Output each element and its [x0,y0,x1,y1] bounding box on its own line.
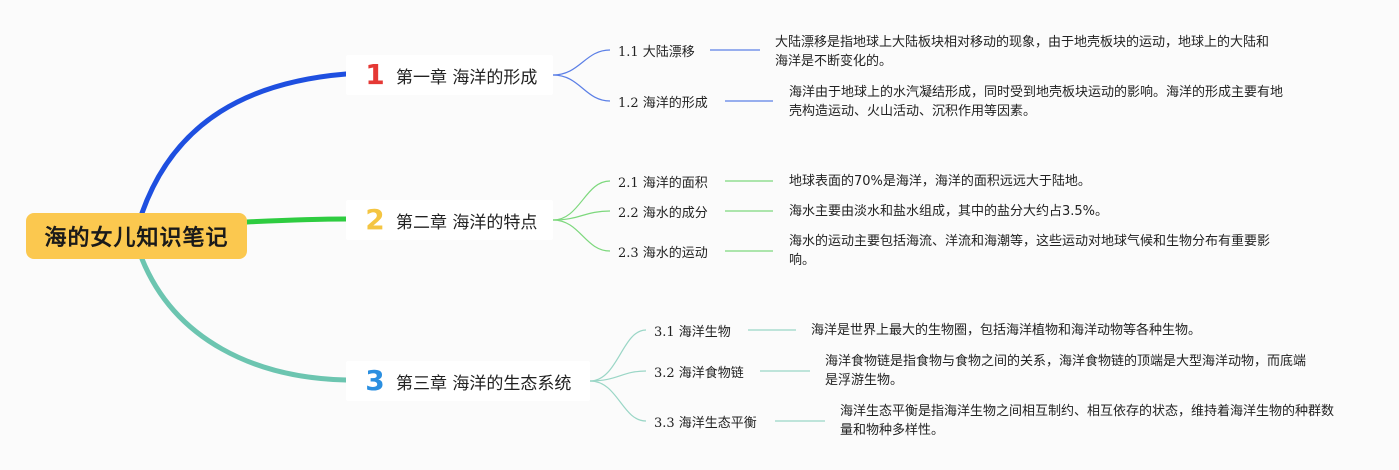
section-node-2-2[interactable]: 2.2 海水的成分 [618,206,708,221]
sub-line-3-2 [589,370,647,382]
section-node-1-2[interactable]: 1.2 海洋的形成 [618,96,708,111]
section-node-2-1[interactable]: 2.1 海洋的面积 [618,176,708,191]
chapter-title-2: 第二章 海洋的特点 [396,212,538,233]
chapter-node-1[interactable]: 1 第一章 海洋的形成 [346,55,553,95]
root-title: 海的女儿知识笔记 [44,226,229,251]
chapter-number-3: 3 [365,364,385,397]
chapter-number-2: 2 [365,203,385,236]
section-desc-1-2: 海洋由于地球上的水汽凝结形成，同时受到地壳板块运动的影响。海洋的形成主要有地壳构… [789,85,1284,119]
branch-line-chapter-3 [139,256,349,383]
section-node-1-1[interactable]: 1.1 大陆漂移 [618,45,695,60]
section-desc-1-1: 大陆漂移是指地球上大陆板块相对移动的现象，由于地壳板块的运动，地球上的大陆和海洋… [775,35,1270,69]
chapter-title-1: 第一章 海洋的形成 [396,67,538,88]
sub-line-3-1 [589,329,647,382]
section-node-3-1[interactable]: 3.1 海洋生物 [654,325,731,340]
sub-line-1-1 [552,49,611,76]
chapter-title-3: 第三章 海洋的生态系统 [396,373,572,394]
section-node-2-3[interactable]: 2.3 海水的运动 [618,246,708,261]
section-desc-2-2: 海水主要由淡水和盐水组成，其中的盐分大约占3.5%。 [789,204,1109,219]
branch-line-chapter-2 [244,216,349,225]
chapter-node-2[interactable]: 2 第二章 海洋的特点 [346,200,553,240]
section-desc-2-1: 地球表面的70%是海洋，海洋的面积远远大于陆地。 [789,174,1091,189]
section-desc-3-2: 海洋食物链是指食物与食物之间的关系，海洋食物链的顶端是大型海洋动物，而底端是浮游… [825,354,1307,388]
sub-line-2-3 [552,219,611,252]
chapter-node-3[interactable]: 3 第三章 海洋的生态系统 [346,361,590,401]
chapter-number-1: 1 [365,58,385,91]
section-node-3-3[interactable]: 3.3 海洋生态平衡 [654,416,757,431]
section-desc-2-3: 海水的运动主要包括海流、洋流和海潮等，这些运动对地球气候和生物分布有重要影响。 [789,234,1271,268]
branch-line-chapter-1 [139,71,349,216]
sub-line-2-1 [552,180,611,221]
section-node-3-2[interactable]: 3.2 海洋食物链 [654,366,744,381]
root-node[interactable]: 海的女儿知识笔记 [26,213,247,259]
section-desc-3-1: 海洋是世界上最大的生物圈，包括海洋植物和海洋动物等各种生物。 [811,323,1202,338]
section-desc-3-3: 海洋生态平衡是指海洋生物之间相互制约、相互依存的状态，维持着海洋生物的种群数量和… [840,404,1335,438]
sub-line-2-2 [552,210,611,221]
sub-line-1-2 [552,74,611,102]
sub-line-3-3 [589,380,647,422]
